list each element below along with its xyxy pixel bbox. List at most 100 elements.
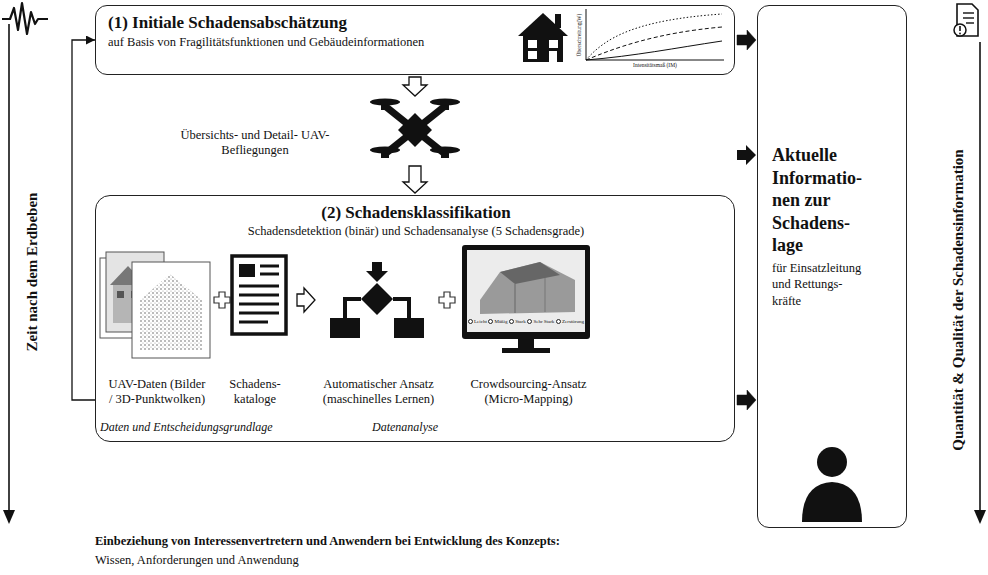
text-group: Aktuelle Informatio- nen zur Schadens- l…: [772, 144, 890, 310]
node-text: Aktuelle Informatio- nen zur Schadens- l…: [772, 144, 884, 257]
drone-rotor: [370, 99, 400, 106]
damage-grade: Stark: [515, 319, 526, 324]
flowchart-icon: [330, 262, 424, 338]
text-group: (1) Initiale Schadensabschätzungauf Basi…: [108, 13, 528, 50]
label-holder: Quantität & Qualität der Schadensinforma…: [949, 149, 967, 450]
quality-axis-head: [974, 510, 986, 524]
damage-option: Leicht: [468, 319, 487, 324]
screen-facade: [545, 278, 546, 312]
catalogue-line: [239, 312, 279, 315]
house-window: [528, 40, 537, 48]
node-text: (2) Schadensklassifikation: [96, 203, 736, 223]
damage-grade: Sehr Stark: [533, 319, 554, 324]
catalogue-sheet: [232, 256, 286, 334]
flow-box: [330, 318, 360, 338]
feedback-arrow: [72, 40, 95, 400]
damage-option: Mäßig: [488, 319, 507, 324]
label-holder: Überschreitung(W): [576, 14, 583, 57]
flow-head: [366, 271, 388, 282]
catalogue-line: [239, 321, 268, 324]
uav-step: Übersichts- und Detail- UAV-Befliegungen: [180, 98, 465, 164]
drone-arm: [385, 106, 445, 154]
chart-axes: [586, 9, 724, 60]
time-axis-head: [3, 510, 15, 524]
plus-sign: [439, 292, 455, 308]
output-arrow: [737, 390, 756, 410]
result-panel: Aktuelle Informatio- nen zur Schadens- l…: [757, 5, 907, 528]
note-text: Wissen, Anforderungen und Anwendung: [95, 553, 299, 568]
document-line: [966, 22, 974, 23]
screen-roof: [500, 262, 560, 284]
plus-sign: [214, 292, 230, 308]
radio-button: [556, 319, 561, 324]
radio-button: [468, 319, 473, 324]
catalogue-line: [239, 294, 279, 297]
text-group: UAV-Daten (Bilder / 3D-Punktwolken): [106, 377, 208, 407]
flow-box: [394, 318, 424, 338]
node-text: UAV-Daten (Bilder / 3D-Punktwolken): [106, 377, 208, 407]
drone-rotor: [430, 99, 460, 106]
monitor-frame: [462, 245, 590, 339]
flow-diamond: [361, 283, 393, 315]
house-body: [523, 35, 563, 62]
person-body: [802, 482, 862, 522]
house-window: [528, 51, 537, 59]
radio-button: [488, 319, 493, 324]
text-group: Automatischer Ansatz (maschinelles Lerne…: [316, 377, 441, 407]
house-icon: [518, 13, 568, 62]
damage-grade: Mäßig: [494, 319, 507, 324]
node-text: Automatischer Ansatz (maschinelles Lerne…: [316, 377, 441, 407]
node-subtext: Schadensdetektion (binär) und Schadensan…: [96, 224, 736, 239]
axis-title: Quantität & Qualität der Schadensinforma…: [949, 149, 967, 450]
flow-arrow: [403, 166, 427, 193]
damage-grade: Zerstörung: [562, 319, 584, 324]
fragility-curve: [586, 41, 722, 60]
node-text: Schadens- kataloge: [223, 377, 287, 407]
node-text: Crowdsourcing-Ansatz (Micro-Mapping): [463, 377, 594, 407]
method-item: Crowdsourcing-Ansatz (Micro-Mapping): [456, 244, 601, 416]
node-text: Übersichts- und Detail- UAV-Befliegungen: [180, 128, 330, 158]
damage-option: Stark: [509, 319, 526, 324]
group-label: Daten und Entscheidungsgrundlage: [100, 420, 273, 434]
fragility-curve: [586, 14, 722, 60]
house-roof: [518, 13, 568, 36]
flow-stem: [372, 262, 382, 272]
drone-body: [398, 113, 432, 147]
quality-axis: [979, 42, 981, 512]
label-holder: Einbeziehung von Interessenvertretern un…: [95, 534, 560, 549]
damage-grade: Leicht: [474, 319, 487, 324]
drone-icon: [370, 99, 460, 159]
catalogue-line: [239, 303, 279, 306]
person-icon: [802, 447, 862, 522]
fragility-chart: [586, 9, 724, 60]
screen-facade: [515, 284, 516, 313]
damage-options: Leicht Mäßig Stark Sehr Stark Zerstörung: [468, 319, 584, 324]
screen-building: [480, 262, 575, 314]
input-item: Schadens- kataloge: [215, 244, 295, 416]
time-axis: [8, 24, 10, 512]
catalogue-picture: [239, 264, 255, 277]
monitor-stand: [518, 339, 534, 348]
radio-button: [509, 319, 514, 324]
node-subtext: für Einsatzleitung und Rettungs- kräfte: [772, 260, 864, 311]
text-group: Crowdsourcing-Ansatz (Micro-Mapping): [463, 377, 594, 407]
process-box: (2) SchadensklassifikationSchadensdetekt…: [95, 195, 735, 442]
house-door: [549, 51, 557, 62]
radio-button: [527, 319, 532, 324]
flow-branch: [393, 299, 409, 318]
damage-option: Zerstörung: [556, 319, 584, 324]
text-group: Übersichts- und Detail- UAV-Befliegungen: [180, 128, 330, 158]
axis-label: Überschreitung(W): [576, 14, 583, 57]
axis-label: Intensitätsmaß (IM): [633, 62, 677, 69]
monitor-screen: [467, 250, 585, 332]
monitor-icon: [462, 245, 590, 353]
document-line: [963, 17, 974, 18]
input-item: UAV-Daten (Bilder / 3D-Punktwolken): [99, 244, 215, 416]
catalogue-line: [260, 273, 279, 276]
output-arrow: [737, 30, 756, 50]
fragility-curve: [586, 27, 722, 60]
label-holder: Intensitätsmaß (IM): [633, 62, 677, 69]
group-label: Datenanalyse: [372, 420, 438, 434]
node-subtext: auf Basis von Fragilitätsfunktionen und …: [108, 35, 528, 50]
